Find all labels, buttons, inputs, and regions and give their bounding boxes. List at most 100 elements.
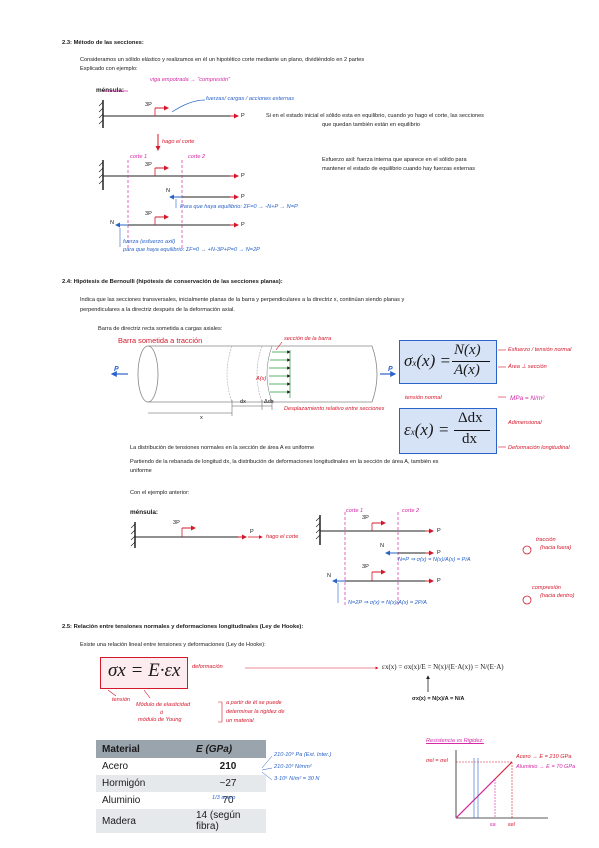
annotation-traccion-bar: Barra sometida a tracción <box>118 336 203 345</box>
load-label: 3P <box>362 515 369 521</box>
load-label: 3P <box>145 211 152 217</box>
annotation-mpa: MPa = N/m² <box>510 395 545 402</box>
load-label: 3P <box>362 564 369 570</box>
table-cell: ~27 <box>190 775 266 792</box>
equation-d: N=2P ⇒ σ(x) = N(x)/A(x) = 2P/A <box>348 600 427 606</box>
table-note: 210·10⁹ Pa (Ext. Inter.) <box>274 752 332 758</box>
graph-label-sigma: σel = σel <box>426 758 448 764</box>
table-cell: 210 <box>219 761 237 772</box>
paragraph: Consideramos un sólido elástico y realiz… <box>80 57 365 63</box>
graph-label-epsa: εa <box>490 822 496 828</box>
annotation-tension-normal: tensión normal <box>405 395 442 401</box>
annotation-traccion: (hacia fuera) <box>540 545 572 551</box>
load-label: P <box>241 173 245 179</box>
annotation-adimensional: Adimensional <box>508 420 542 426</box>
dim-label: x <box>200 415 203 421</box>
paragraph: que quedan también están en equilibrio <box>322 122 420 128</box>
annotation-deformacion: deformación <box>192 664 223 670</box>
paragraph: Si en el estado inicial el sólido esta e… <box>266 113 484 119</box>
paragraph: Existe una relación lineal entre tension… <box>80 642 266 648</box>
load-label: P <box>437 528 441 534</box>
table-row: Aluminio 70 <box>96 792 266 809</box>
table-cell: Madera <box>96 809 190 833</box>
materials-table: Material E (GPa) Acero 210 Hormigón ~27 … <box>96 740 266 833</box>
mensula-label: ménsula: <box>96 87 125 94</box>
legend-acero: Acero → E = 210 GPa <box>516 754 572 760</box>
annotation-modulo: Módulo de elasticidad <box>136 702 191 708</box>
load-label: P <box>388 366 393 373</box>
annotation-hago-corte: hago el corte <box>266 534 299 540</box>
annotation-partir: un material <box>226 718 254 724</box>
formula-eps-lhs: εx(x) = <box>404 420 450 439</box>
formula-box-epsilon <box>399 408 497 454</box>
mensula-label: ménsula: <box>130 509 159 516</box>
sigma-equation: σx(x) = N(x)/A = N/A <box>412 696 465 702</box>
paragraph: La distribución de tensiones normales en… <box>130 445 315 451</box>
paragraph: mantener el estado de equilibrio cuando … <box>322 166 475 172</box>
table-cell: 14 (según fibra) <box>190 809 266 833</box>
load-label: P <box>114 366 119 373</box>
annotation-compresion: (hacia dentro) <box>540 593 575 599</box>
table-note: 210·10³ N/mm² <box>274 764 312 770</box>
fraction-bar <box>452 361 490 362</box>
load-label: 3P <box>145 162 152 168</box>
dim-label: Δdx <box>264 399 274 405</box>
annotation-hago-corte: hago el corte <box>162 139 195 145</box>
graph-title: Resistencia vs Rigidez: <box>426 738 484 744</box>
corte-label: corte 1 <box>130 154 148 160</box>
formula-box-sigma <box>399 340 497 384</box>
graph-label-epsel: εel <box>508 822 515 828</box>
epsilon-equation: εx(x) = σx(x)/E = N(x)/(E·A(x)) = N/(E·A… <box>382 663 504 671</box>
annotation-esfuerzo: Esfuerzo / tensión normal <box>508 347 572 353</box>
table-row: Hormigón ~27 <box>96 775 266 792</box>
legend-aluminio: Aluminio → E = 70 GPa <box>516 764 576 770</box>
n-label: N <box>380 543 385 549</box>
annotation-desplazamiento: Desplazamiento relativo entre secciones <box>284 406 385 412</box>
formula-den: A(x) <box>454 362 480 378</box>
formula-sigma-lhs: σx(x) = <box>404 351 451 370</box>
table-header: E (GPa) <box>190 740 266 758</box>
paragraph: Con el ejemplo anterior: <box>130 490 190 496</box>
hooke-formula: σx = E·εx <box>108 660 181 681</box>
annotation-modulo: ó <box>160 710 164 716</box>
equilibrium-note: para que haya equilibrio: ΣF=0 → +N-3P+P… <box>123 247 260 253</box>
corte-label: corte 2 <box>188 154 206 160</box>
dim-label: dx <box>240 399 246 405</box>
annotation-tension: tensión <box>112 697 131 703</box>
load-label: P <box>241 113 245 119</box>
load-label: P <box>437 550 441 556</box>
annotation-deformacion: Deformación longitudinal <box>508 445 570 451</box>
equation-c: N=P ⇒ σ(x) = N(x)/A(x) = P/A <box>398 557 471 563</box>
annotation-area: Área ⊥ sección <box>508 364 547 370</box>
paragraph: Barra de directriz recta sometida a carg… <box>98 326 223 332</box>
load-label: 3P <box>145 102 152 108</box>
table-cell: Aluminio <box>102 795 141 806</box>
formula-den: dx <box>462 431 477 447</box>
annotation-viga: viga empotrada → "compresión" <box>150 77 231 83</box>
load-label: P <box>437 578 441 584</box>
section-title-2-5: 2.5: Relación entre tensiones normales y… <box>62 624 304 630</box>
annotation-partir: a partir de él se puede <box>226 700 282 706</box>
hooke-box <box>100 657 188 689</box>
n-label: N <box>110 220 115 226</box>
table-cell: Acero <box>102 761 129 772</box>
paragraph: Esfuerzo axil: fuerza interna que aparec… <box>322 157 467 163</box>
annotation-traccion: tracción <box>536 537 556 543</box>
equilibrium-note: Para que haya equilibrio: ΣF=0 → -N+P → … <box>180 204 298 210</box>
annotation-compresion: compresión <box>532 585 561 591</box>
load-label: P <box>241 222 245 228</box>
paragraph: uniforme <box>130 468 152 474</box>
load-label: P <box>241 194 245 200</box>
paragraph: Partiendo de la rebanada de longitud dx,… <box>130 459 439 465</box>
annotation-seccion: sección de la barra <box>284 336 332 342</box>
table-cell: 70 <box>222 795 234 806</box>
table-row: Acero 210 <box>96 758 266 775</box>
area-label: A(x) <box>256 376 267 382</box>
paragraph: perpendiculares a la directriz después d… <box>80 307 235 313</box>
section-title-2-3: 2.3: Método de las secciones: <box>62 40 144 46</box>
fraction-bar <box>454 430 490 431</box>
